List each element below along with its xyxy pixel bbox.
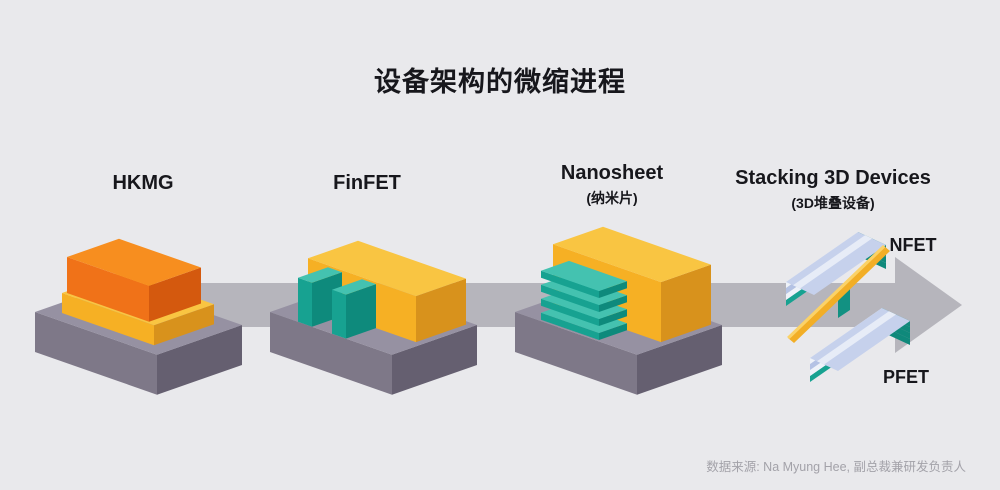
stage-label-nanosheet: Nanosheet (560, 162, 664, 184)
stage-sublabel-nanosheet: (纳米片) (586, 190, 638, 206)
stage-sublabel-stacking: (3D堆叠设备) (791, 195, 875, 211)
right-face (599, 281, 627, 298)
fin-2 (332, 279, 376, 339)
top-face (541, 260, 627, 291)
rod-body (788, 246, 890, 343)
front-face (62, 293, 154, 346)
front-face (541, 298, 599, 326)
pfet-stack (810, 308, 910, 382)
right-face (637, 325, 722, 395)
front-face (332, 289, 346, 339)
front-face (270, 312, 392, 395)
stacking-3d-illustration (786, 232, 910, 382)
right-face (599, 323, 627, 340)
nfet-label: NFET (889, 235, 937, 255)
right-face (154, 304, 214, 346)
top-face (332, 279, 376, 295)
right-face (346, 284, 376, 339)
right-face (599, 295, 627, 312)
front-face (541, 284, 599, 312)
top-face (67, 238, 201, 286)
stage-label-stacking: Stacking 3D Devices (735, 167, 931, 189)
top-face (308, 240, 466, 297)
stage-label-finfet: FinFET (333, 172, 401, 194)
right-face (157, 325, 242, 395)
front-face (35, 312, 157, 395)
finfet-illustration (270, 240, 477, 395)
front-face (67, 257, 149, 322)
nfet-stack (786, 232, 886, 306)
fin-1 (298, 267, 342, 327)
right-face (416, 278, 466, 343)
right-face (392, 325, 477, 395)
right-face (599, 309, 627, 326)
right-face (149, 267, 201, 322)
nanosheet-illustration (515, 226, 722, 395)
top-stripe (793, 235, 872, 289)
gate-rod (787, 245, 890, 343)
page-title: 设备架构的微缩进程 (374, 67, 626, 97)
hkmg-illustration (35, 238, 242, 395)
nanosheet-layer-4 (541, 260, 627, 298)
top-face (553, 226, 711, 283)
pfet-label: PFET (882, 367, 930, 387)
metal-gate-block (67, 238, 201, 322)
stage-label-hkmg: HKMG (112, 172, 174, 194)
front-face (515, 312, 637, 395)
top-stripe (817, 311, 896, 365)
right-face (661, 264, 711, 343)
rod-highlight (787, 245, 886, 339)
top-face (298, 267, 342, 283)
front-face (541, 312, 599, 340)
front-face (298, 277, 312, 327)
front-face (541, 270, 599, 298)
source-note: 数据来源: Na Myung Hee, 副总裁兼研发负责人 (706, 460, 966, 474)
